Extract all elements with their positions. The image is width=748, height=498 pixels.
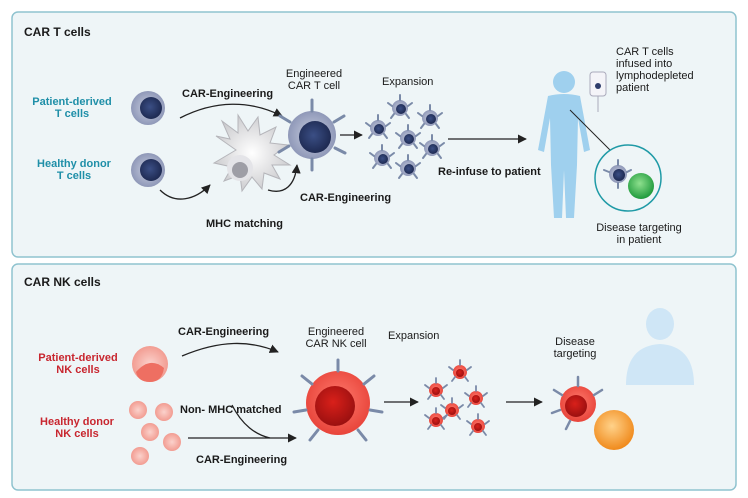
expanded-nk-cell [424,407,448,430]
expanded-nk-cell [466,413,490,436]
car-t-engineered-label: Engineered CAR T cell [285,68,343,92]
expanded-t-cell [395,154,421,179]
car-nk-healthy-donor-label: Healthy donor NK cells [40,416,114,440]
non-mhc-label: Non- MHC matched [180,404,282,416]
mhc-dendritic-cell [212,113,292,193]
donor-t-cell [131,153,165,187]
zoom-line [569,109,613,153]
reinfuse-label: Re-infuse to patient [438,166,541,178]
car-nk-engineering-bottom-label: CAR-Engineering [196,454,288,466]
infused-label: CAR T cells infused into lymphodepleted … [616,46,694,94]
disease-targeting-t-label: Disease targeting in patient [596,222,682,246]
arrow-car-engineering-nk [181,342,279,357]
patient-nk-cell [132,346,168,382]
car-nk-title: CAR NK cells [24,275,101,289]
expanded-t-cell [369,144,395,169]
car-t-engineering-top-label: CAR-Engineering [182,88,274,100]
arrow-non-mhc [231,404,271,439]
donor-nk-cells [129,401,181,465]
patient-body-icon [538,71,590,218]
expansion-nk-cluster [424,359,490,436]
expanded-t-cell [417,104,443,129]
disease-targeting-nk-label: Disease targeting [553,336,597,360]
car-t-expansion-label: Expansion [382,76,434,88]
patient-torso-icon [626,308,694,385]
car-t-engineering-bottom-label: CAR-Engineering [300,192,392,204]
engineered-car-t-cell [277,98,347,172]
car-t-healthy-donor-label: Healthy donor T cells [37,158,111,182]
expanded-t-cell [395,124,421,149]
expansion-t-cluster [365,94,445,179]
engineered-car-nk-cell [292,358,384,442]
car-nk-engineered-label: Engineered CAR NK cell [305,326,367,350]
expanded-t-cell [419,134,445,159]
disease-targeting-t-zoom [594,144,662,212]
arrow-to-mhc [159,184,211,200]
iv-bag-icon [589,71,607,112]
car-nk-expansion-label: Expansion [388,330,440,342]
expanded-nk-cell [448,359,472,382]
car-t-patient-derived-label: Patient-derived T cells [32,96,112,120]
expanded-nk-cell [464,385,488,408]
expanded-nk-cell [424,377,448,400]
mhc-matching-label: MHC matching [206,218,283,230]
disease-targeting-nk [550,375,634,450]
car-nk-patient-derived-label: Patient-derived NK cells [38,352,118,376]
expanded-t-cell [365,114,391,139]
car-nk-engineering-top-label: CAR-Engineering [178,326,270,338]
expanded-t-cell [387,94,413,119]
arrow-car-engineering-t [179,103,283,119]
car-t-title: CAR T cells [24,25,91,39]
arrow-mhc-to-engineered [267,164,301,192]
patient-t-cell [131,91,165,125]
expanded-nk-cell [440,397,464,420]
